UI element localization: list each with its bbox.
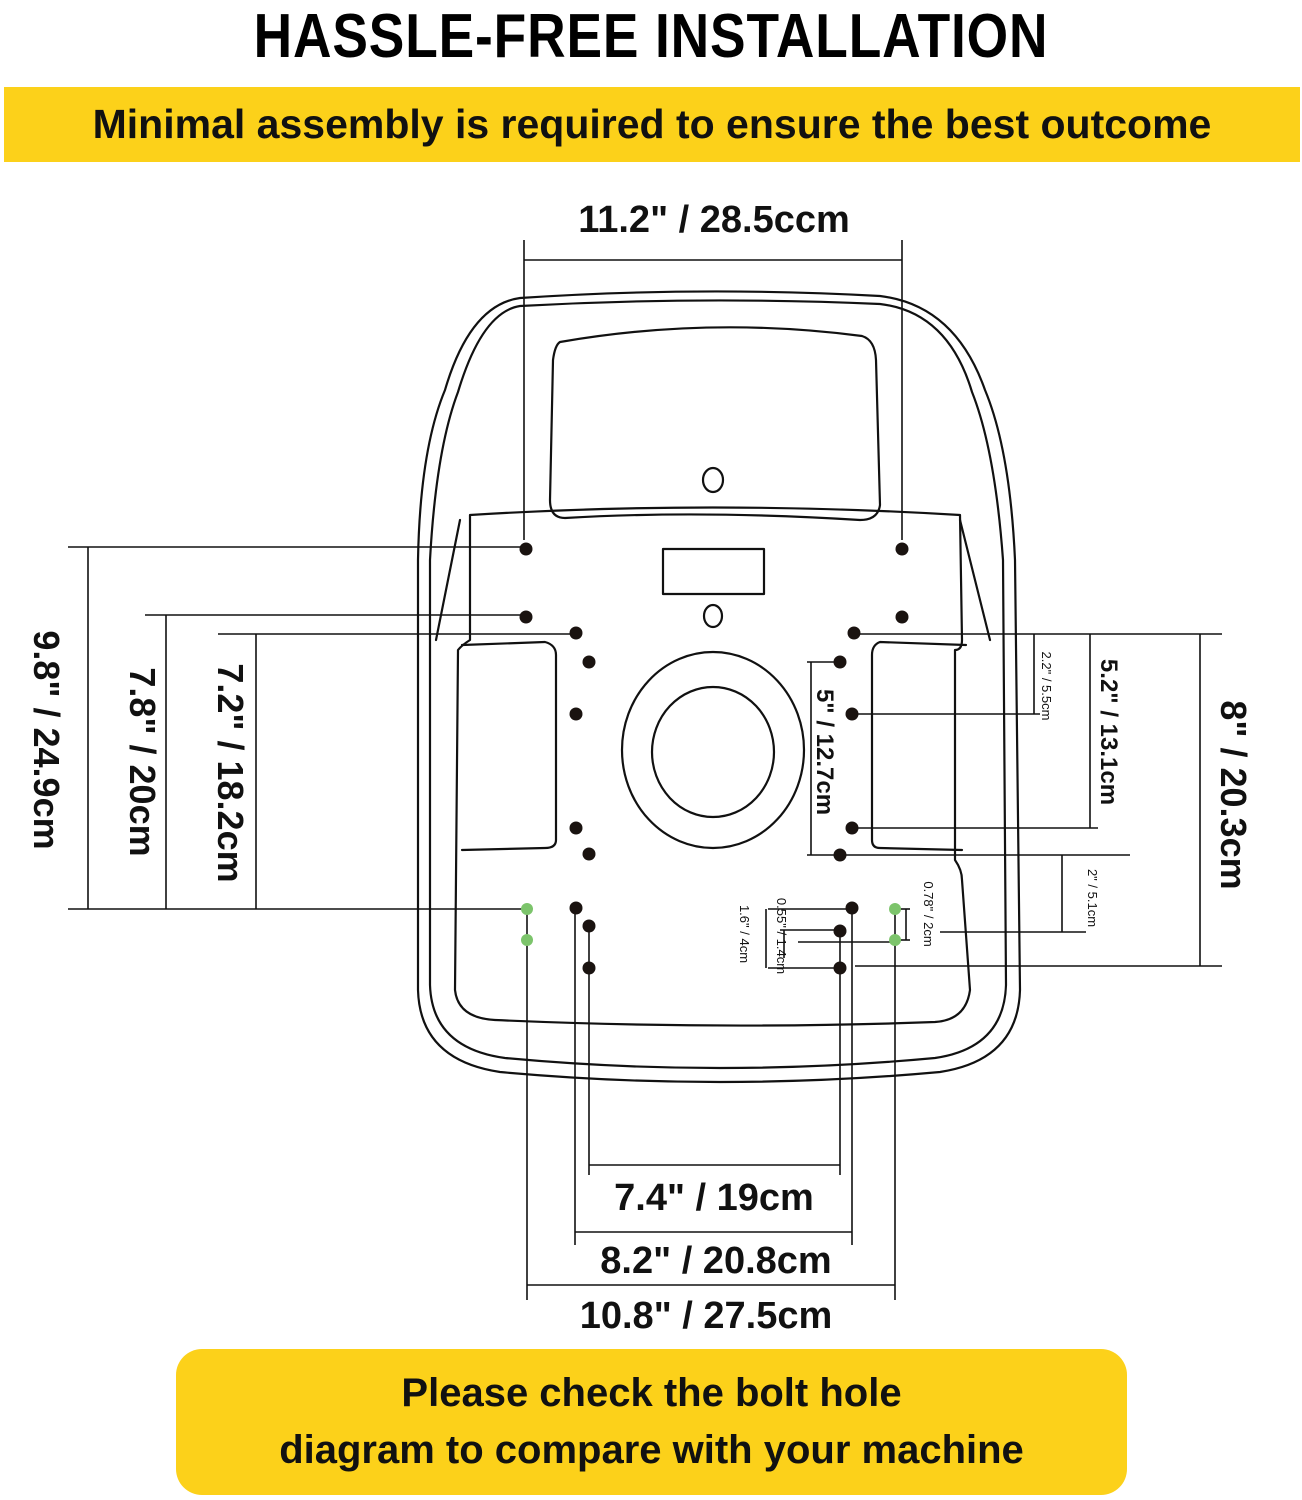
bolt-hole	[845, 707, 859, 721]
mid-center-hole	[702, 603, 724, 629]
seat-outer-shell	[416, 290, 1022, 1084]
green-bolt-hole	[889, 903, 901, 915]
left-side-pad	[460, 640, 558, 852]
bolt-hole	[519, 610, 533, 624]
label-slot	[661, 547, 766, 596]
green-bolt-hole	[521, 903, 533, 915]
dim-right-outer: 8" / 20.3cm	[1213, 700, 1254, 889]
dim-bottom-outer: 10.8" / 27.5cm	[580, 1295, 833, 1337]
bolt-hole	[582, 919, 596, 933]
bolt-hole	[895, 610, 909, 624]
bolt-hole	[833, 924, 847, 938]
bolt-hole	[833, 848, 847, 862]
bolt-hole	[569, 707, 583, 721]
backrest-panel	[548, 326, 882, 522]
dim-right-small-top: 2.2" / 5.5cm	[1039, 652, 1054, 721]
seat-inner-shell	[428, 299, 1008, 1070]
footer-line-2: diagram to compare with your machine	[279, 1428, 1024, 1472]
green-bolt-hole	[521, 934, 533, 946]
right-side-pad	[870, 640, 968, 852]
footer-line-1: Please check the bolt hole	[401, 1371, 902, 1415]
bolt-hole	[833, 961, 847, 975]
bolt-hole	[845, 821, 859, 835]
dim-bottom-inner: 7.4" / 19cm	[614, 1177, 814, 1219]
dim-center-small-b: 1.6" / 4cm	[737, 905, 752, 963]
page-title: HASSLE-FREE INSTALLATION	[253, 2, 1049, 71]
bolt-hole	[519, 542, 533, 556]
bolt-hole	[582, 655, 596, 669]
dim-left-middle: 7.8" / 20cm	[122, 667, 163, 856]
dim-left-outer: 9.8" / 24.9cm	[26, 630, 67, 849]
dim-green-spacing: 0.78" / 2cm	[921, 881, 936, 946]
subtitle-banner: Minimal assembly is required to ensure t…	[4, 87, 1300, 162]
bolt-hole	[569, 821, 583, 835]
bolt-hole	[845, 901, 859, 915]
dim-right-middle: 5.2" / 13.1cm	[1095, 659, 1122, 805]
dim-center-small-a: 0.55" / 1.4cm	[774, 898, 789, 974]
dim-left-inner: 7.2" / 18.2cm	[210, 663, 251, 882]
bolt-hole	[569, 626, 583, 640]
center-outer-ring	[620, 650, 806, 850]
dim-bottom-middle: 8.2" / 20.8cm	[600, 1240, 831, 1282]
dim-center-vertical: 5" / 12.7cm	[811, 689, 838, 815]
bolt-hole	[582, 847, 596, 861]
mounting-plate	[453, 506, 972, 1027]
upper-center-hole	[701, 466, 725, 494]
bolt-hole	[569, 901, 583, 915]
bolt-hole	[582, 961, 596, 975]
subtitle-text: Minimal assembly is required to ensure t…	[92, 101, 1212, 147]
center-inner-ring	[650, 685, 776, 819]
dim-right-small-bottom: 2" / 5.1cm	[1085, 869, 1100, 927]
green-bolt-hole	[889, 934, 901, 946]
footer-banner: Please check the bolt hole diagram to co…	[176, 1349, 1127, 1495]
bolt-hole	[833, 655, 847, 669]
bolt-hole	[847, 626, 861, 640]
dim-top-width: 11.2" / 28.5ccm	[578, 199, 850, 241]
bolt-hole	[895, 542, 909, 556]
